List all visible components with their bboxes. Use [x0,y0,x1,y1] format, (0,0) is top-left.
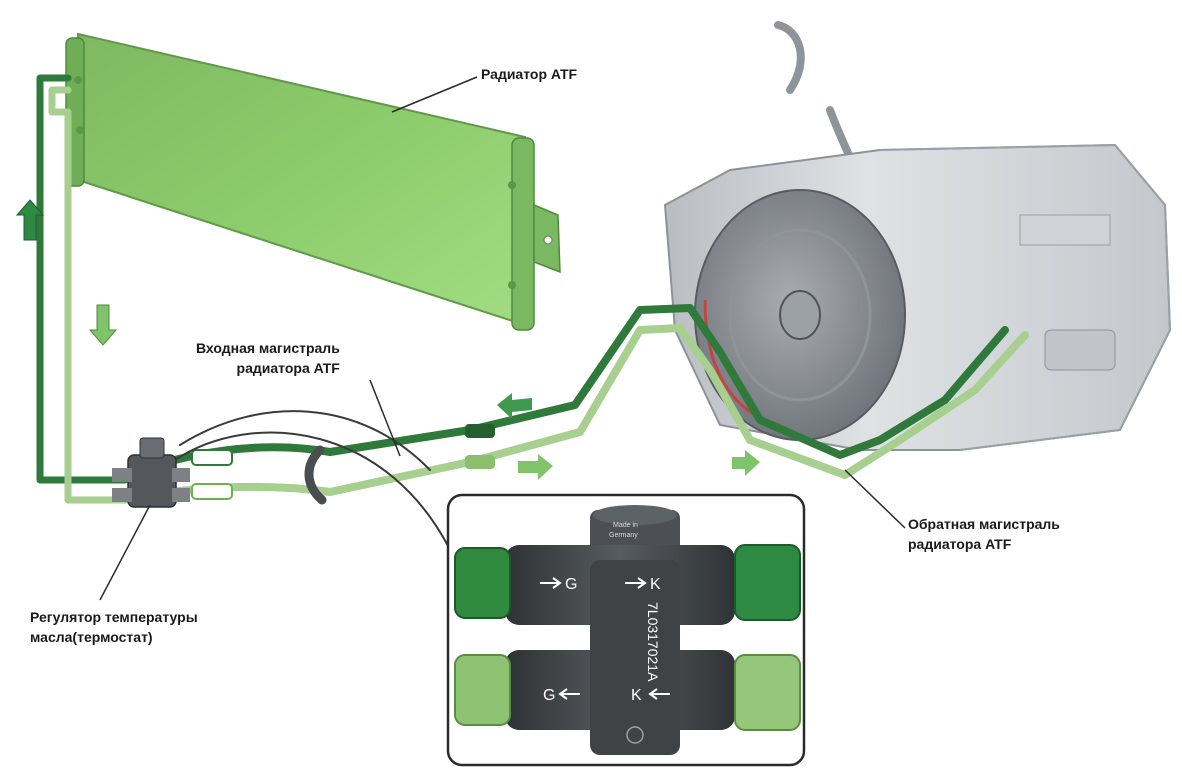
flow-arrow-down-icon [88,304,118,346]
port-label-g-bottom: G [543,687,555,704]
transmission [663,21,1172,451]
label-return-line-2: радиатора ATF [908,536,1012,552]
label-radiator-atf-text: Радиатор ATF [481,66,578,82]
radiator-atf [65,32,561,331]
flow-arrow-right-icon [518,450,760,480]
label-thermostat: Регулятор температуры масла(термостат) [30,607,198,647]
label-thermostat-2: масла(термостат) [30,629,153,645]
flow-arrow-left-icon [497,393,532,419]
flow-arrow-up-icon [15,199,45,241]
port-label-g-top: G [565,576,577,593]
part-number: 7L0317021A [645,602,661,682]
label-inlet-line: Входная магистраль радиатора ATF [196,338,340,378]
label-return-line: Обратная магистраль радиатора ATF [908,514,1060,554]
thermostat-detail-inset: G K G K Made in Germany 7L0317021A [446,493,806,767]
origin-line-2: Germany [609,532,638,539]
leader-lines [99,76,906,601]
port-label-k-bottom: K [631,687,642,704]
origin-line-1: Made in [613,522,638,529]
label-radiator-atf: Радиатор ATF [481,64,577,84]
thermostat-small [112,437,190,508]
label-return-line-1: Обратная магистраль [908,516,1060,532]
label-inlet-line-1: Входная магистраль [196,340,340,356]
label-inlet-line-2: радиатора ATF [236,360,340,376]
port-label-k-top: K [650,576,661,593]
radiator-connection-lines [36,74,129,504]
label-thermostat-1: Регулятор температуры [30,609,198,625]
